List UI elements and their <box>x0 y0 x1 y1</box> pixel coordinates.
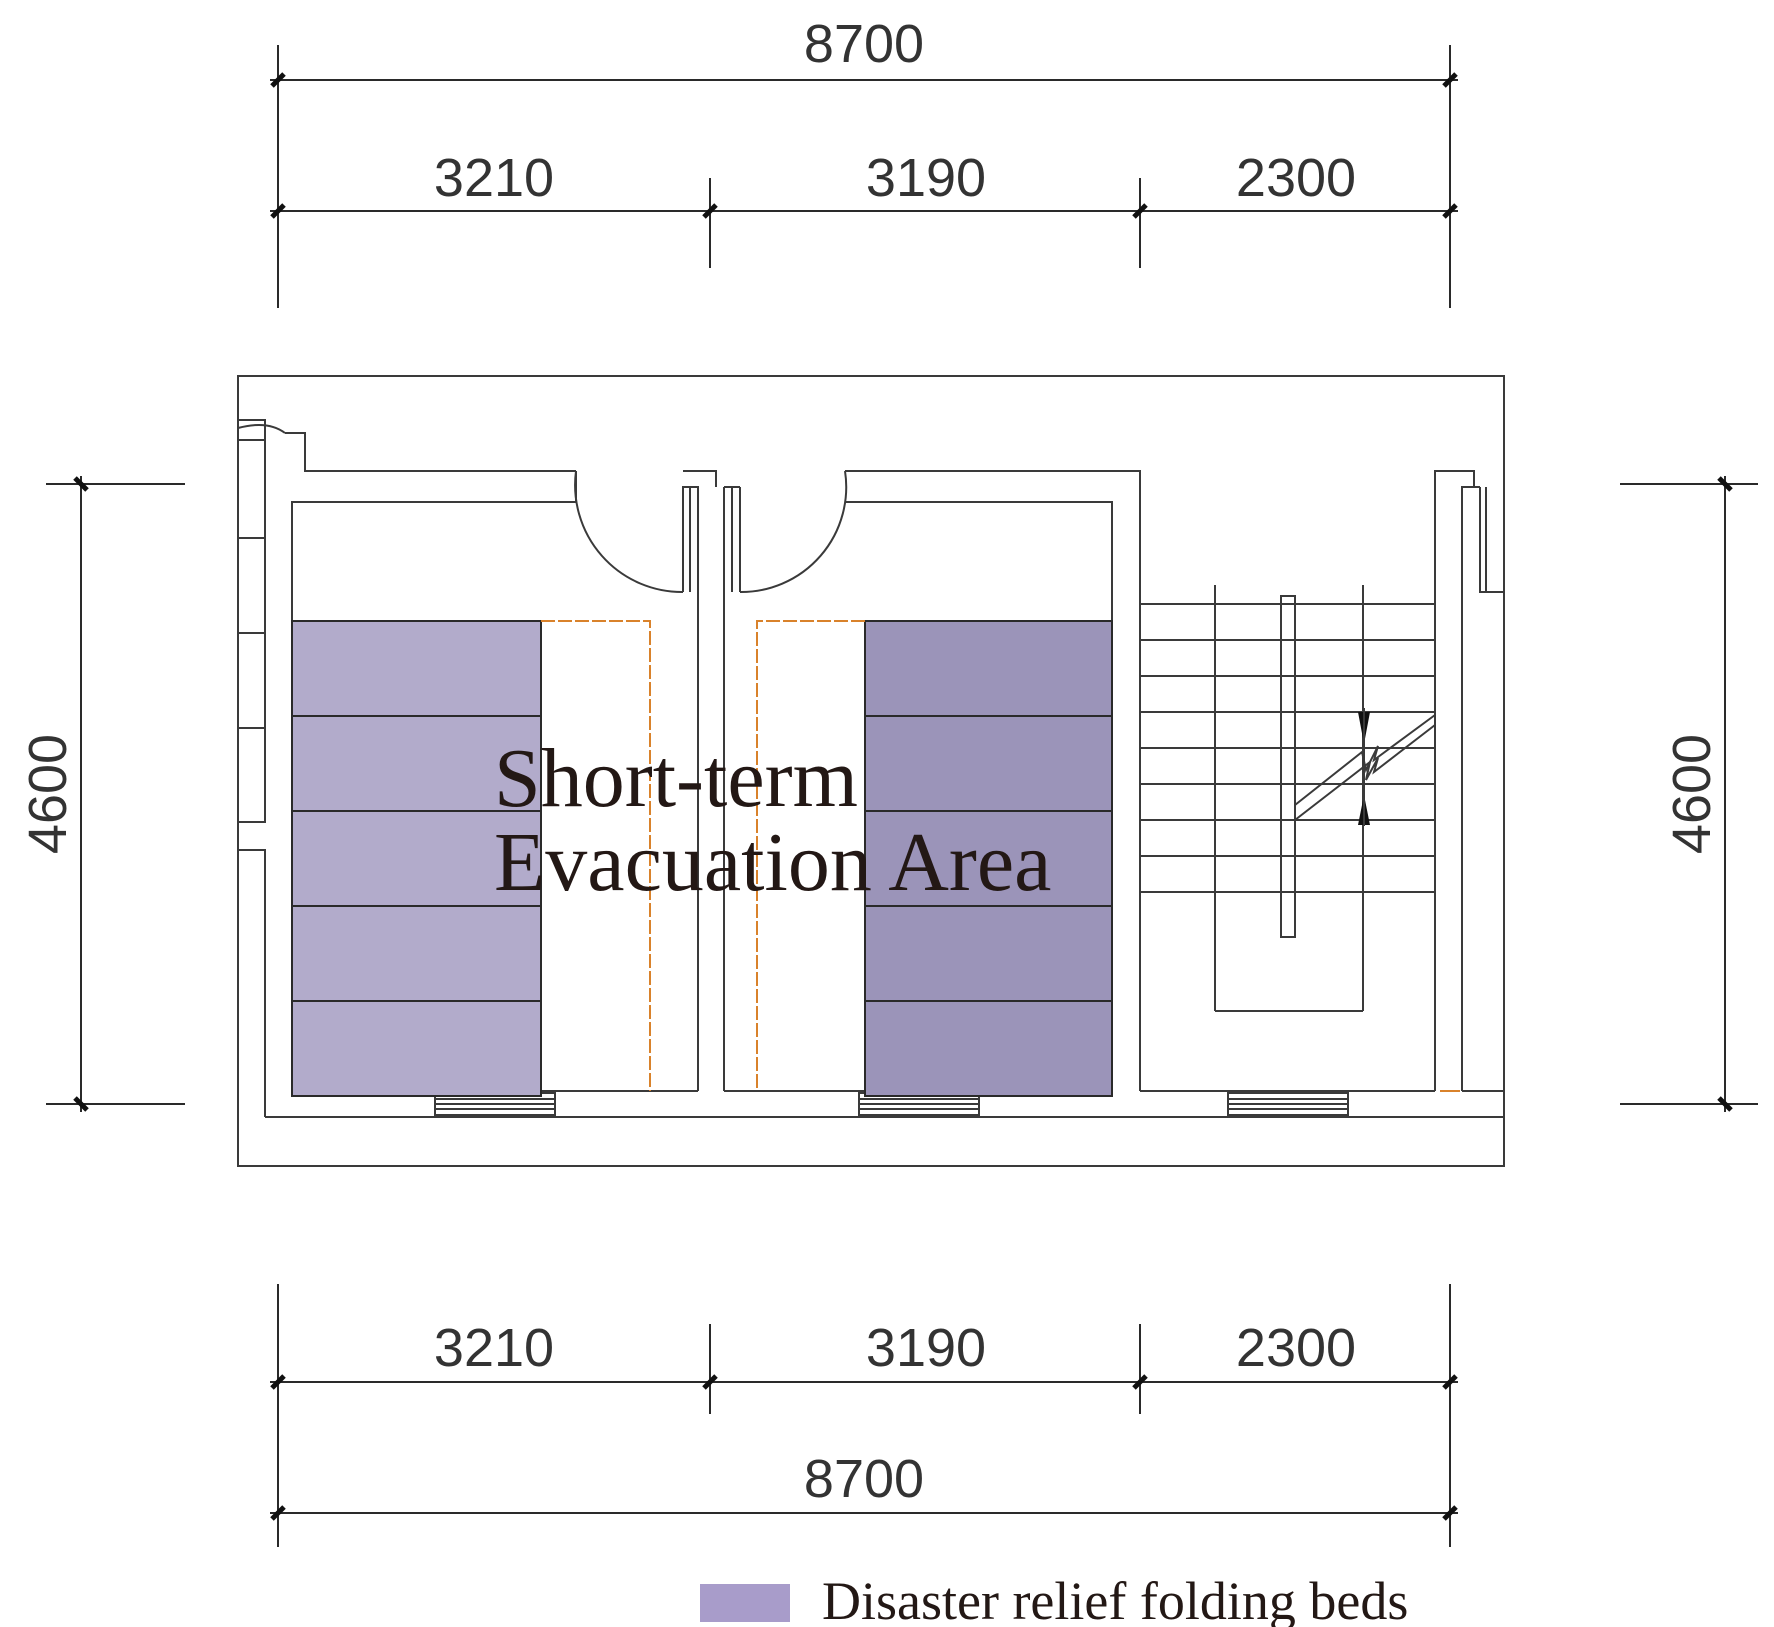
top-dimension-segment-2: 3190 <box>866 148 986 208</box>
right-dimension: 4600 <box>1620 476 1758 1112</box>
folding-bed-left-5 <box>291 1000 542 1097</box>
area-label-line1: Short-term <box>494 732 858 825</box>
folding-bed-right-2 <box>864 715 1113 812</box>
legend-swatch <box>700 1584 790 1622</box>
staircase <box>1140 585 1436 1012</box>
stair-handrail <box>1280 595 1296 938</box>
bottom-dimension-segment-1: 3210 <box>434 1318 554 1378</box>
folding-bed-left-1 <box>291 620 542 717</box>
top-dimension-chain: 8700 3210 3190 2300 <box>270 14 1458 308</box>
left-height-dimension: 4600 <box>18 734 78 854</box>
folding-bed-left-4 <box>291 905 542 1002</box>
folding-beds-left <box>291 620 542 1097</box>
bottom-dimension-segment-2: 3190 <box>866 1318 986 1378</box>
legend-label: Disaster relief folding beds <box>822 1571 1408 1627</box>
bottom-dimension-segment-3: 2300 <box>1236 1318 1356 1378</box>
right-height-dimension: 4600 <box>1662 734 1722 854</box>
area-label-line2: Evacuation Area <box>494 816 1051 909</box>
legend: Disaster relief folding beds <box>700 1571 1408 1627</box>
bottom-dimension-chain: 3210 3190 2300 8700 <box>270 1284 1458 1547</box>
bottom-total-dimension: 8700 <box>804 1449 924 1509</box>
top-dimension-segment-1: 3210 <box>434 148 554 208</box>
folding-beds-right <box>864 620 1113 1097</box>
top-total-dimension: 8700 <box>804 14 924 74</box>
folding-bed-right-5 <box>864 1000 1113 1097</box>
left-dimension: 4600 <box>18 476 185 1112</box>
folding-bed-left-3 <box>291 810 542 907</box>
top-dimension-segment-3: 2300 <box>1236 148 1356 208</box>
aisle-markings <box>541 620 865 1091</box>
folding-bed-right-1 <box>864 620 1113 717</box>
folding-bed-right-4 <box>864 905 1113 1002</box>
